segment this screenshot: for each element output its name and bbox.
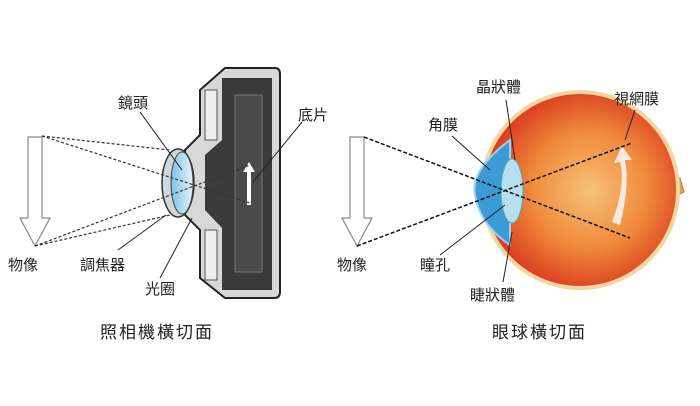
camera-lens — [161, 148, 195, 218]
eyeball — [473, 90, 685, 290]
camera-object-arrow — [18, 136, 52, 248]
eye-leader-lines — [439, 99, 636, 283]
label-retina: 視網膜 — [614, 90, 660, 108]
eye-title: 眼球橫切面 — [492, 323, 587, 343]
label-pupil: 瞳孔 — [420, 256, 451, 274]
label-ciliary-body: 睫狀體 — [470, 286, 516, 304]
label-cornea: 角膜 — [428, 116, 459, 134]
camera-leader-lines — [117, 111, 303, 279]
label-eye-object: 物像 — [337, 256, 368, 274]
label-camera-object: 物像 — [8, 256, 39, 274]
label-aperture: 光圈 — [145, 280, 176, 298]
label-film: 底片 — [298, 106, 329, 124]
label-focus: 調焦器 — [80, 256, 126, 274]
label-crystalline-lens: 晶狀體 — [476, 78, 522, 96]
eye-object-arrow — [340, 136, 374, 248]
label-lens: 鏡頭 — [118, 94, 149, 112]
eye-light-rays — [356, 136, 633, 247]
camera-title: 照相機橫切面 — [100, 323, 214, 343]
camera-light-rays — [34, 135, 251, 247]
camera-body — [184, 67, 281, 299]
